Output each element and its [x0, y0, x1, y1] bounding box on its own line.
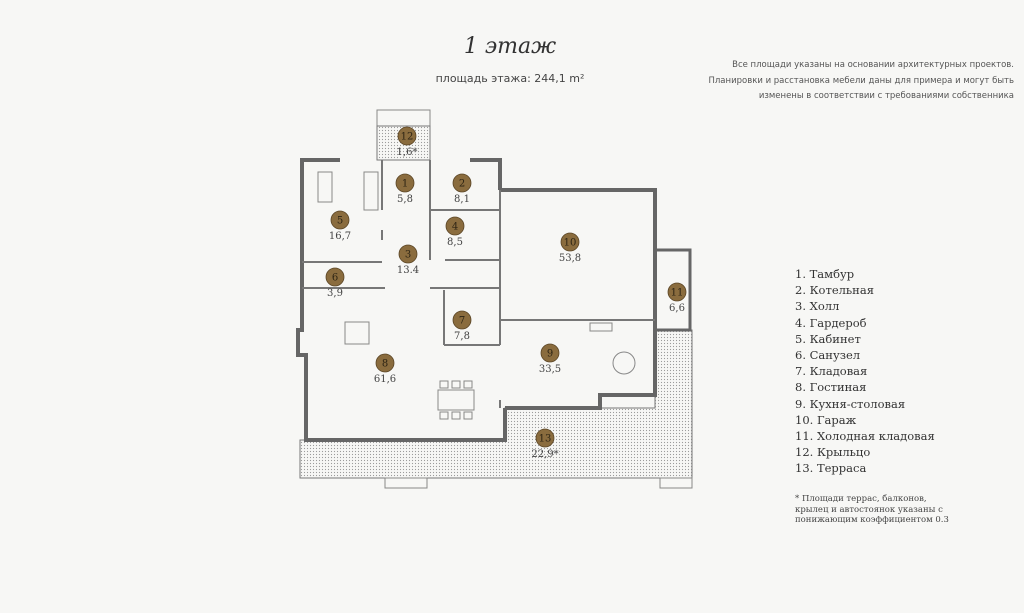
footnote-line: понижающим коэффициентом 0.3 [795, 515, 949, 525]
room-marker-circle [560, 232, 580, 252]
room-marker-circle [325, 267, 345, 287]
room-number: 12 [401, 132, 414, 143]
footnote-line: крылец и автостоянок указаны с [795, 504, 943, 515]
room-area: 8,5 [447, 237, 463, 248]
legend-item: 12. Крыльцо [795, 445, 871, 460]
note-line: Планировки и расстановка мебели даны для… [708, 75, 1014, 86]
room-number: 5 [337, 216, 343, 227]
floor-title: 1 этаж [463, 34, 557, 59]
legend-item: 10. Гараж [795, 412, 857, 427]
room-number: 13 [539, 434, 552, 445]
terrace [299, 329, 693, 489]
legend-item: 5. Кабинет [795, 331, 861, 346]
room-marker-circle [535, 428, 555, 448]
footnote: * Площади террас, балконов, крылец и авт… [795, 494, 995, 526]
legend-item: 8. Гостиная [795, 380, 867, 395]
room-number: 4 [452, 222, 458, 233]
room-marker-3: 313.4 [397, 244, 419, 276]
legend-item: 1. Тамбур [795, 267, 855, 281]
room-marker-circle [445, 216, 465, 236]
note-line: изменены в соответствии с требованиями с… [758, 91, 1014, 101]
note-line: Все площади указаны на основании архитек… [732, 60, 1014, 70]
room-marker-2: 28,1 [452, 173, 472, 205]
room-number: 8 [382, 359, 388, 370]
room-marker-circle [395, 173, 415, 193]
walls [296, 158, 692, 442]
room-area: 33,5 [539, 364, 561, 375]
disclaimer-note: Все площади указаны на основании архитек… [708, 58, 1014, 105]
room-area: 61,6 [374, 374, 396, 385]
room-number: 10 [564, 238, 577, 249]
room-marker-circle [375, 353, 395, 373]
room-marker-circle [540, 343, 560, 363]
room-area: 16,7 [329, 231, 351, 242]
legend-item: 9. Кухня-столовая [795, 396, 906, 411]
room-number: 1 [402, 179, 408, 190]
room-area: 3,9 [327, 288, 343, 299]
room-number: 11 [671, 288, 684, 299]
room-area: 22,9* [531, 449, 558, 460]
footnote-line: * Площади террас, балконов, [795, 494, 927, 504]
legend-item: 4. Гардероб [795, 315, 867, 330]
room-marker-circle [452, 310, 472, 330]
furniture [317, 171, 636, 420]
floor-area: площадь этажа: 244,1 m² [435, 72, 585, 85]
room-marker-10: 10 53,8 [559, 232, 581, 264]
room-area: 1,6* [397, 147, 418, 158]
legend-item: 7. Кладовая [795, 364, 868, 379]
room-area: 13.4 [397, 265, 419, 276]
room-marker-4: 48,5 [445, 216, 465, 248]
room-area: 5,8 [397, 194, 413, 205]
room-marker-1: 15,8 [395, 173, 415, 205]
room-number: 9 [547, 349, 553, 360]
interior-walls [302, 160, 655, 408]
room-area: 7,8 [454, 331, 470, 342]
room-marker-11: 116,6 [667, 282, 687, 314]
room-marker-8: 861,6 [374, 353, 396, 385]
room-marker-13: 13 22,9* [531, 428, 559, 460]
legend-item: 11. Холодная кладовая [795, 429, 935, 444]
room-marker-circle [667, 282, 687, 302]
room-marker-7: 77,8 [452, 310, 472, 342]
room-marker-circle [330, 210, 350, 230]
legend-item: 2. Котельная [795, 283, 874, 298]
room-area: 6,6 [669, 303, 685, 314]
room-marker-9: 933,5 [539, 343, 561, 375]
room-marker-circle [452, 173, 472, 193]
legend-item: 3. Холл [795, 299, 840, 314]
room-number: 6 [332, 273, 338, 284]
room-marker-circle [397, 126, 417, 146]
legend-item: 13. Терраса [795, 461, 867, 476]
room-number: 3 [405, 250, 411, 261]
room-number: 2 [459, 179, 465, 190]
room-area: 53,8 [559, 253, 581, 264]
room-marker-5: 516,7 [329, 210, 351, 242]
room-marker-6: 63,9 [325, 267, 345, 299]
room-number: 7 [459, 316, 465, 327]
room-marker-circle [398, 244, 418, 264]
legend-item: 6. Санузел [795, 348, 861, 363]
room-area: 8,1 [454, 194, 470, 205]
room-markers: 15,828,1313.448,5516,763,977,8861,6933,5… [325, 126, 687, 460]
room-marker-12: 12 1,6* [397, 126, 418, 158]
